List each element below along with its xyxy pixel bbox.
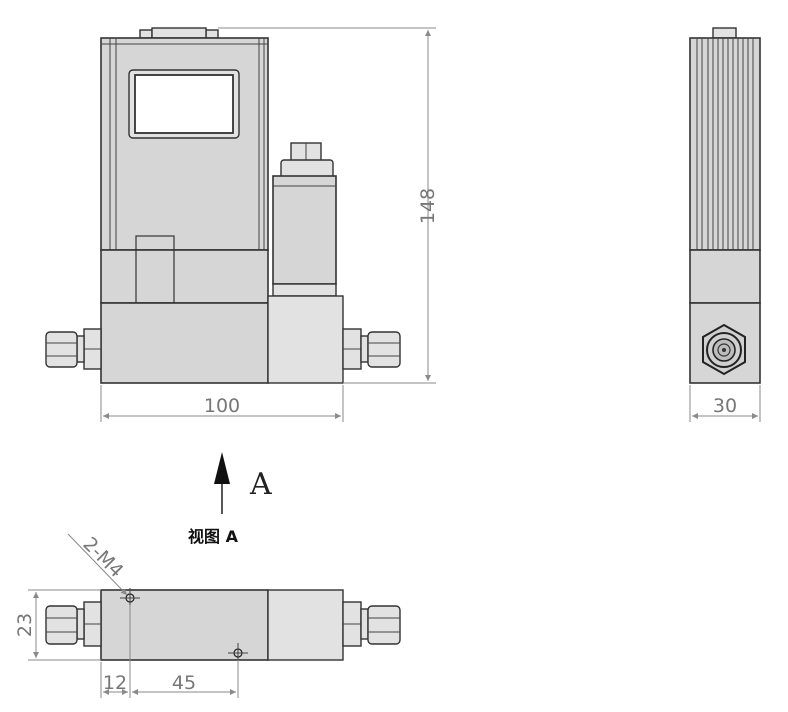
hole-spacing-value: 45 <box>172 672 196 694</box>
side-view <box>689 27 761 384</box>
width-value: 100 <box>204 395 240 417</box>
mounting-hole-1 <box>120 588 140 608</box>
bottom-height-value: 23 <box>14 613 36 637</box>
depth-value: 30 <box>713 395 737 417</box>
view-arrow: A 视图 A <box>188 452 272 546</box>
depth-dimension: 30 <box>689 385 761 422</box>
height-dimension: 148 <box>218 27 439 384</box>
offset-left-value: 12 <box>103 672 127 694</box>
holes-label: 2-M4 <box>78 533 127 582</box>
view-arrow-letter: A <box>249 467 272 502</box>
view-label: 视图 A <box>188 527 239 546</box>
bottom-view: 2-M4 <box>45 533 401 663</box>
height-value: 148 <box>417 188 439 224</box>
mounting-hole-2 <box>228 643 248 663</box>
bottom-height-dimension: 23 <box>14 589 101 661</box>
hole-offset-dimensions: 12 45 <box>100 605 239 698</box>
width-dimension: 100 <box>100 385 344 422</box>
front-view <box>45 27 401 384</box>
